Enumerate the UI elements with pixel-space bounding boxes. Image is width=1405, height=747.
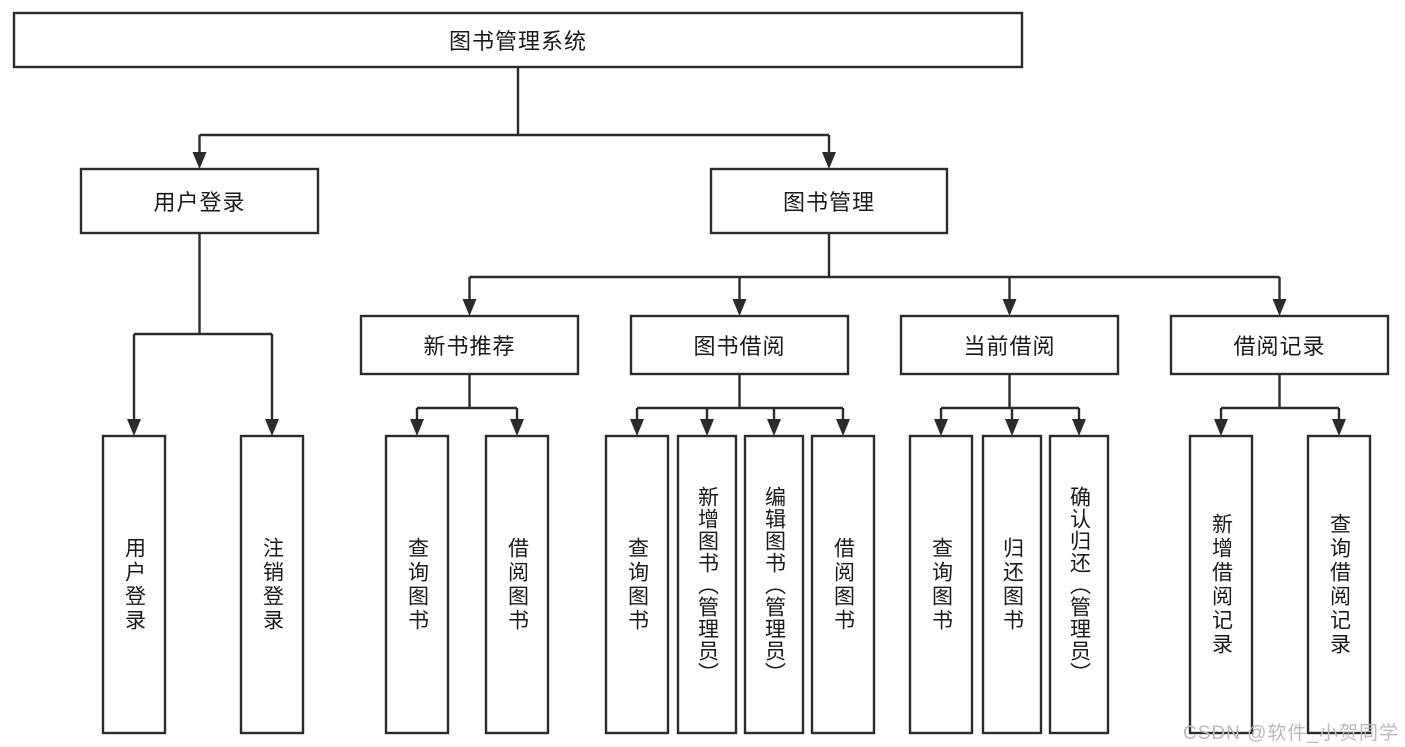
arrow-head-icon bbox=[732, 299, 747, 316]
node-box-user-login[interactable] bbox=[79, 167, 320, 235]
node-box-leaf-user-login[interactable] bbox=[101, 434, 167, 735]
node-box-leaf-edit-book[interactable] bbox=[743, 434, 805, 735]
watermark-text: CSDN @软件_小贺同学 bbox=[1183, 723, 1399, 744]
arrow-head-icon bbox=[700, 419, 714, 436]
arrow-head-icon bbox=[410, 419, 424, 436]
node-box-book-manage[interactable] bbox=[709, 167, 949, 235]
node-box-leaf-borrow-book-2[interactable] bbox=[810, 434, 876, 735]
node-box-leaf-query-book-3[interactable] bbox=[908, 434, 974, 735]
arrow-head-icon bbox=[462, 299, 477, 316]
arrow-head-icon bbox=[1272, 299, 1287, 316]
node-box-root[interactable] bbox=[12, 11, 1024, 69]
node-box-current-borrow[interactable] bbox=[899, 314, 1120, 376]
arrow-head-icon bbox=[767, 419, 781, 436]
arrow-head-icon bbox=[836, 419, 850, 436]
arrow-head-icon bbox=[1005, 419, 1019, 436]
arrow-head-icon bbox=[1332, 419, 1346, 436]
node-box-leaf-query-book-2[interactable] bbox=[604, 434, 670, 735]
node-box-leaf-query-record[interactable] bbox=[1306, 434, 1372, 735]
node-box-leaf-logout[interactable] bbox=[239, 434, 305, 735]
arrow-head-icon bbox=[192, 152, 207, 169]
arrow-head-icon bbox=[1214, 419, 1228, 436]
arrow-head-icon bbox=[630, 419, 644, 436]
node-box-leaf-return-book[interactable] bbox=[981, 434, 1043, 735]
node-box-leaf-confirm-return[interactable] bbox=[1048, 434, 1110, 735]
arrow-head-icon bbox=[1072, 419, 1086, 436]
node-box-leaf-borrow-book-1[interactable] bbox=[484, 434, 550, 735]
arrow-head-icon bbox=[265, 419, 279, 436]
arrow-head-icon bbox=[934, 419, 948, 436]
arrow-head-icon bbox=[510, 419, 524, 436]
node-box-new-book-recommend[interactable] bbox=[359, 314, 580, 376]
box-layer bbox=[12, 11, 1390, 735]
node-box-leaf-add-record[interactable] bbox=[1188, 434, 1254, 735]
arrow-head-icon bbox=[822, 152, 836, 169]
node-box-borrow-record[interactable] bbox=[1169, 314, 1390, 376]
arrow-head-icon bbox=[1002, 299, 1017, 316]
node-box-leaf-add-book[interactable] bbox=[676, 434, 738, 735]
arrow-head-icon bbox=[127, 419, 141, 436]
connector-layer bbox=[127, 67, 1346, 436]
node-box-leaf-query-book-1[interactable] bbox=[384, 434, 450, 735]
node-box-book-borrow[interactable] bbox=[629, 314, 850, 376]
